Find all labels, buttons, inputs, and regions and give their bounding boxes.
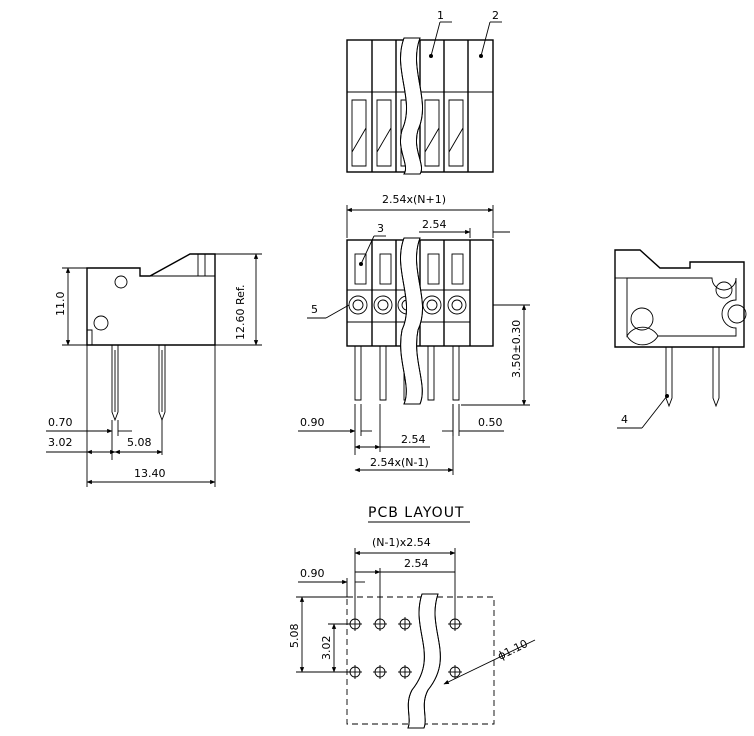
dim-height-offset: 3.50±0.30 — [510, 320, 523, 378]
top-view: 1 2 — [346, 9, 502, 175]
pcb-dim-pitch: 2.54 — [404, 557, 429, 570]
dim-side-pin-width: 0.70 — [48, 416, 73, 429]
dim-pitch-top: 2.54 — [422, 218, 447, 231]
pcb-layout-title: PCB LAYOUT — [368, 505, 465, 521]
pcb-layout: PCB LAYOUT — [288, 505, 536, 729]
pcb-dim-width: (N-1)x2.54 — [372, 536, 431, 549]
rear-view: 4 — [614, 249, 747, 429]
pcb-holes — [348, 617, 462, 679]
dim-pitch-bottom: 2.54 — [401, 433, 426, 446]
callout-5: 5 — [311, 303, 318, 316]
pcb-dim-row-pitch: 5.08 — [288, 624, 301, 649]
dim-side-pin-offset: 3.02 — [48, 436, 73, 449]
dim-pin-offset-left: 0.90 — [300, 416, 325, 429]
dim-side-height-ref: 12.60 Ref. — [234, 285, 247, 340]
dim-pin-width: 0.50 — [478, 416, 503, 429]
callout-3: 3 — [377, 222, 384, 235]
dim-side-depth: 13.40 — [134, 467, 166, 480]
pcb-dim-row-offset: 3.02 — [320, 636, 333, 661]
callout-2: 2 — [492, 9, 499, 22]
callout-4: 4 — [621, 413, 628, 426]
side-view: 11.0 12.60 Ref. 0.70 3.02 5.08 13.40 — [46, 253, 262, 487]
dim-side-height: 11.0 — [54, 292, 67, 317]
dim-width-total: 2.54x(N+1) — [382, 193, 446, 206]
dim-side-pin-pitch: 5.08 — [127, 436, 152, 449]
front-view: 2.54x(N+1) 2.54 3.50±0.30 3 5 0.90 0.50 — [298, 193, 530, 475]
dim-width-pins: 2.54x(N-1) — [370, 456, 429, 469]
pcb-dim-hole-diameter: ϕ1.10 — [496, 637, 530, 663]
callout-1: 1 — [437, 9, 444, 22]
pcb-dim-offset-x: 0.90 — [300, 567, 325, 580]
